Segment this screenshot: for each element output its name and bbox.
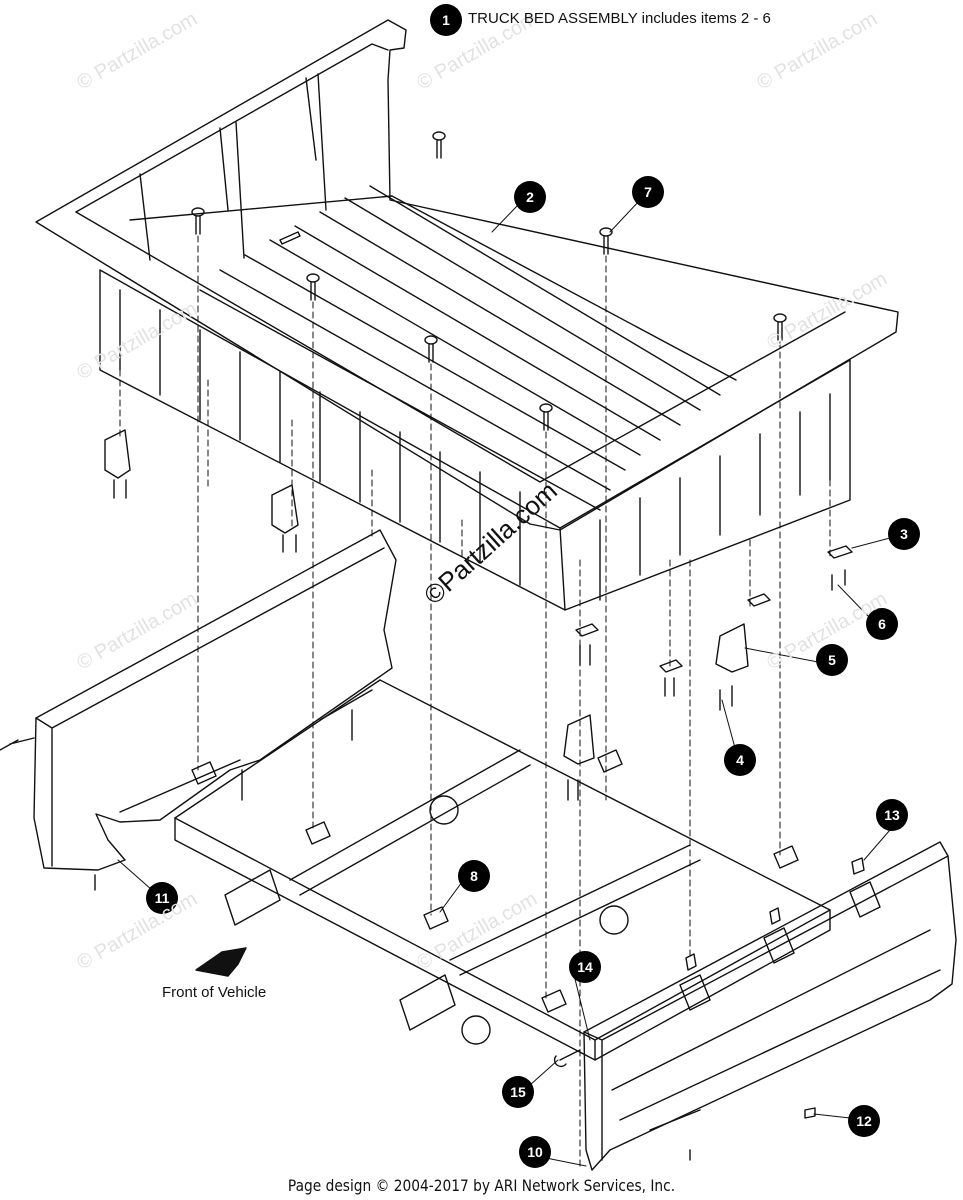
callout-circle xyxy=(502,1076,534,1108)
callout-3: 3 xyxy=(888,518,920,550)
front-arrow-icon xyxy=(195,947,247,977)
callout-circle xyxy=(632,176,664,208)
callout-circle xyxy=(866,608,898,640)
nut-clips xyxy=(191,749,799,1013)
callout-circle xyxy=(519,1136,551,1168)
callout-number: 6 xyxy=(878,616,886,632)
callout-number: 15 xyxy=(510,1084,526,1100)
callout-6: 6 xyxy=(866,608,898,640)
truck-bed-tub xyxy=(35,19,899,611)
callout-number: 2 xyxy=(526,189,534,205)
callout-15: 15 xyxy=(502,1076,534,1108)
callout-number: 1 xyxy=(442,12,450,28)
callout-2: 2 xyxy=(514,181,546,213)
callout-circle xyxy=(888,518,920,550)
callout-circle xyxy=(816,644,848,676)
callout-13: 13 xyxy=(876,799,908,831)
chassis-frame xyxy=(174,679,831,1061)
callout-number: 5 xyxy=(828,652,836,668)
callout-number: 4 xyxy=(736,752,744,768)
callout-12: 12 xyxy=(848,1105,880,1137)
callout-group: 2 3 4 5 6 7 8 10 11 12 13 14 15 xyxy=(146,176,920,1168)
diagram-title: TRUCK BED ASSEMBLY includes items 2 - 6 xyxy=(468,10,771,27)
callout-circle xyxy=(146,882,178,914)
callout-number: 3 xyxy=(900,526,908,542)
callout-11: 11 xyxy=(146,882,178,914)
callout-number: 13 xyxy=(884,807,900,823)
bed-bolts xyxy=(191,131,787,431)
callout-circle xyxy=(724,744,756,776)
front-of-vehicle-label: Front of Vehicle xyxy=(162,984,267,1001)
callout-4: 4 xyxy=(724,744,756,776)
callout-10: 10 xyxy=(519,1136,551,1168)
footer-copyright: Page design © 2004-2017 by ARI Network S… xyxy=(287,1176,676,1195)
callout-circle xyxy=(569,951,601,983)
callout-number: 14 xyxy=(577,959,593,975)
assembly-lines xyxy=(119,235,831,1171)
callout-title-marker: 1 xyxy=(430,4,462,36)
rear-panel xyxy=(553,841,957,1171)
callout-number: 8 xyxy=(470,868,478,884)
callout-circle xyxy=(876,799,908,831)
left-side-panel xyxy=(0,529,397,891)
callout-number: 10 xyxy=(527,1144,543,1160)
callout-14: 14 xyxy=(569,951,601,983)
callout-number: 11 xyxy=(155,890,170,906)
callout-number: 12 xyxy=(856,1113,872,1129)
brackets xyxy=(104,429,853,801)
callout-circle xyxy=(514,181,546,213)
callout-7: 7 xyxy=(632,176,664,208)
leader-lines xyxy=(117,199,897,1167)
callout-5: 5 xyxy=(816,644,848,676)
callout-8: 8 xyxy=(458,860,490,892)
callout-number: 7 xyxy=(644,184,652,200)
callout-circle xyxy=(848,1105,880,1137)
callout-circle xyxy=(458,860,490,892)
